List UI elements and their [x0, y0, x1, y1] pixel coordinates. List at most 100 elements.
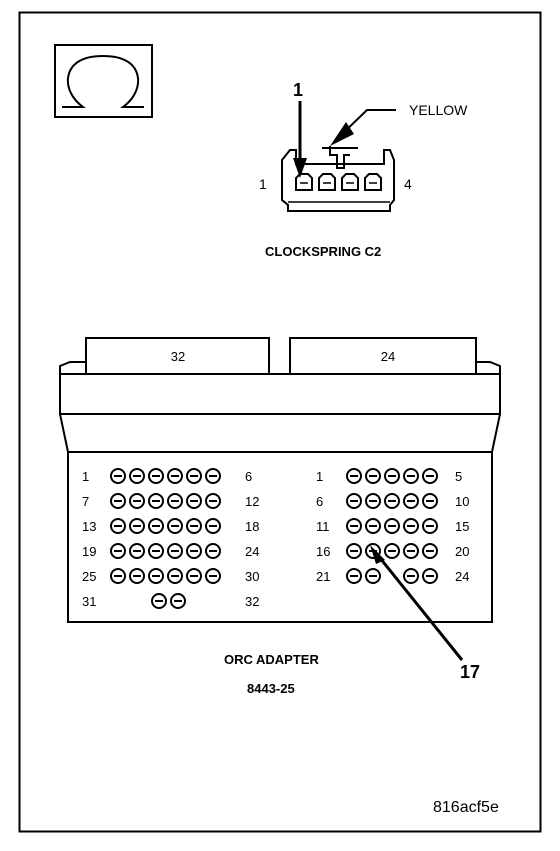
adapter-title: ORC ADAPTER: [224, 652, 319, 667]
right-header-label: 24: [381, 349, 395, 364]
adapter-pin: [129, 518, 145, 534]
adapter-pin: [167, 493, 183, 509]
adapter-pin: [205, 468, 221, 484]
pin-row-end-label: 10: [455, 494, 469, 509]
page-frame: [18, 11, 542, 833]
adapter-pin: [384, 493, 400, 509]
adapter-pin: [384, 518, 400, 534]
pin-row-start-label: 19: [82, 544, 96, 559]
adapter-pin: [151, 593, 167, 609]
adapter-pin: [205, 493, 221, 509]
pin-row-start-label: 16: [316, 544, 330, 559]
pin-row-end-label: 30: [245, 569, 259, 584]
adapter-pin: [167, 468, 183, 484]
adapter-pin: [422, 568, 438, 584]
adapter-pin: [205, 543, 221, 559]
clockspring-title: CLOCKSPRING C2: [265, 244, 381, 259]
adapter-pin: [403, 543, 419, 559]
adapter-pin: [148, 518, 164, 534]
adapter-pin: [422, 493, 438, 509]
adapter-pin: [186, 568, 202, 584]
adapter-pin: [129, 493, 145, 509]
pin-row-end-label: 12: [245, 494, 259, 509]
pin-row-start-label: 1: [82, 469, 89, 484]
pin-row-start-label: 11: [316, 519, 330, 534]
adapter-pin: [110, 568, 126, 584]
adapter-pin: [403, 518, 419, 534]
clockspring-connector: 1 YELLOW 1 4 CLOCKSPRING C2: [259, 80, 468, 259]
adapter-pin: [346, 468, 362, 484]
adapter-pin: [186, 543, 202, 559]
adapter-pin: [422, 518, 438, 534]
pin-label-first: 1: [259, 176, 267, 192]
adapter-pin: [148, 493, 164, 509]
left-header-label: 32: [171, 349, 185, 364]
adapter-pin: [384, 468, 400, 484]
pin-row-start-label: 13: [82, 519, 96, 534]
adapter-pin: [110, 468, 126, 484]
figure-id: 816acf5e: [433, 799, 499, 816]
pin-row-end-label: 20: [455, 544, 469, 559]
adapter-pin: [365, 468, 381, 484]
callout-1: 1: [293, 80, 303, 100]
pin-row-start-label: 7: [82, 494, 89, 509]
adapter-pin: [346, 518, 362, 534]
adapter-pin: [186, 518, 202, 534]
adapter-pin: [110, 518, 126, 534]
adapter-pin: [186, 468, 202, 484]
pin-row-start-label: 6: [316, 494, 323, 509]
pin-row-end-label: 5: [455, 469, 462, 484]
pin-row-end-label: 32: [245, 594, 259, 609]
adapter-pin: [422, 468, 438, 484]
right-header-tab: [289, 337, 477, 375]
adapter-pin: [365, 493, 381, 509]
adapter-pin: [365, 568, 381, 584]
adapter-pin: [148, 468, 164, 484]
adapter-pin: [384, 543, 400, 559]
adapter-pin: [148, 543, 164, 559]
clockspring-cavity: [341, 173, 359, 191]
adapter-pin: [167, 518, 183, 534]
adapter-pin: [205, 518, 221, 534]
pin-row-start-label: 31: [82, 594, 96, 609]
adapter-part-number: 8443-25: [247, 681, 295, 696]
ohm-symbol-icon: [54, 44, 153, 118]
adapter-pin: [110, 493, 126, 509]
adapter-pin: [346, 493, 362, 509]
adapter-pin: [148, 568, 164, 584]
adapter-pin: [365, 518, 381, 534]
wire-color-label: YELLOW: [409, 102, 468, 118]
adapter-pin: [205, 568, 221, 584]
pin-row-end-label: 6: [245, 469, 252, 484]
adapter-pin: [422, 543, 438, 559]
adapter-pin: [170, 593, 186, 609]
adapter-pin: [403, 468, 419, 484]
callout-17: 17: [460, 662, 480, 682]
pin-row-start-label: 1: [316, 469, 323, 484]
adapter-pin: [346, 568, 362, 584]
adapter-pin: [403, 493, 419, 509]
adapter-pin: [167, 568, 183, 584]
adapter-pin: [129, 543, 145, 559]
adapter-pin: [346, 543, 362, 559]
pin-row-end-label: 15: [455, 519, 469, 534]
adapter-pin: [129, 468, 145, 484]
pin-row-start-label: 25: [82, 569, 96, 584]
pin-row-end-label: 24: [245, 544, 259, 559]
adapter-pin: [167, 543, 183, 559]
left-pin-block: 1 6 7 12 13 18 19 24 25 30 31 32: [82, 468, 259, 609]
clockspring-cavity: [318, 173, 336, 191]
pin-row-end-label: 18: [245, 519, 259, 534]
adapter-pin: [403, 568, 419, 584]
adapter-pin: [129, 568, 145, 584]
clockspring-cavity: [295, 173, 313, 191]
clockspring-cavity: [364, 173, 382, 191]
adapter-pin: [186, 493, 202, 509]
pin-label-last: 4: [404, 176, 412, 192]
pin-row-end-label: 24: [455, 569, 469, 584]
pin-row-start-label: 21: [316, 569, 330, 584]
